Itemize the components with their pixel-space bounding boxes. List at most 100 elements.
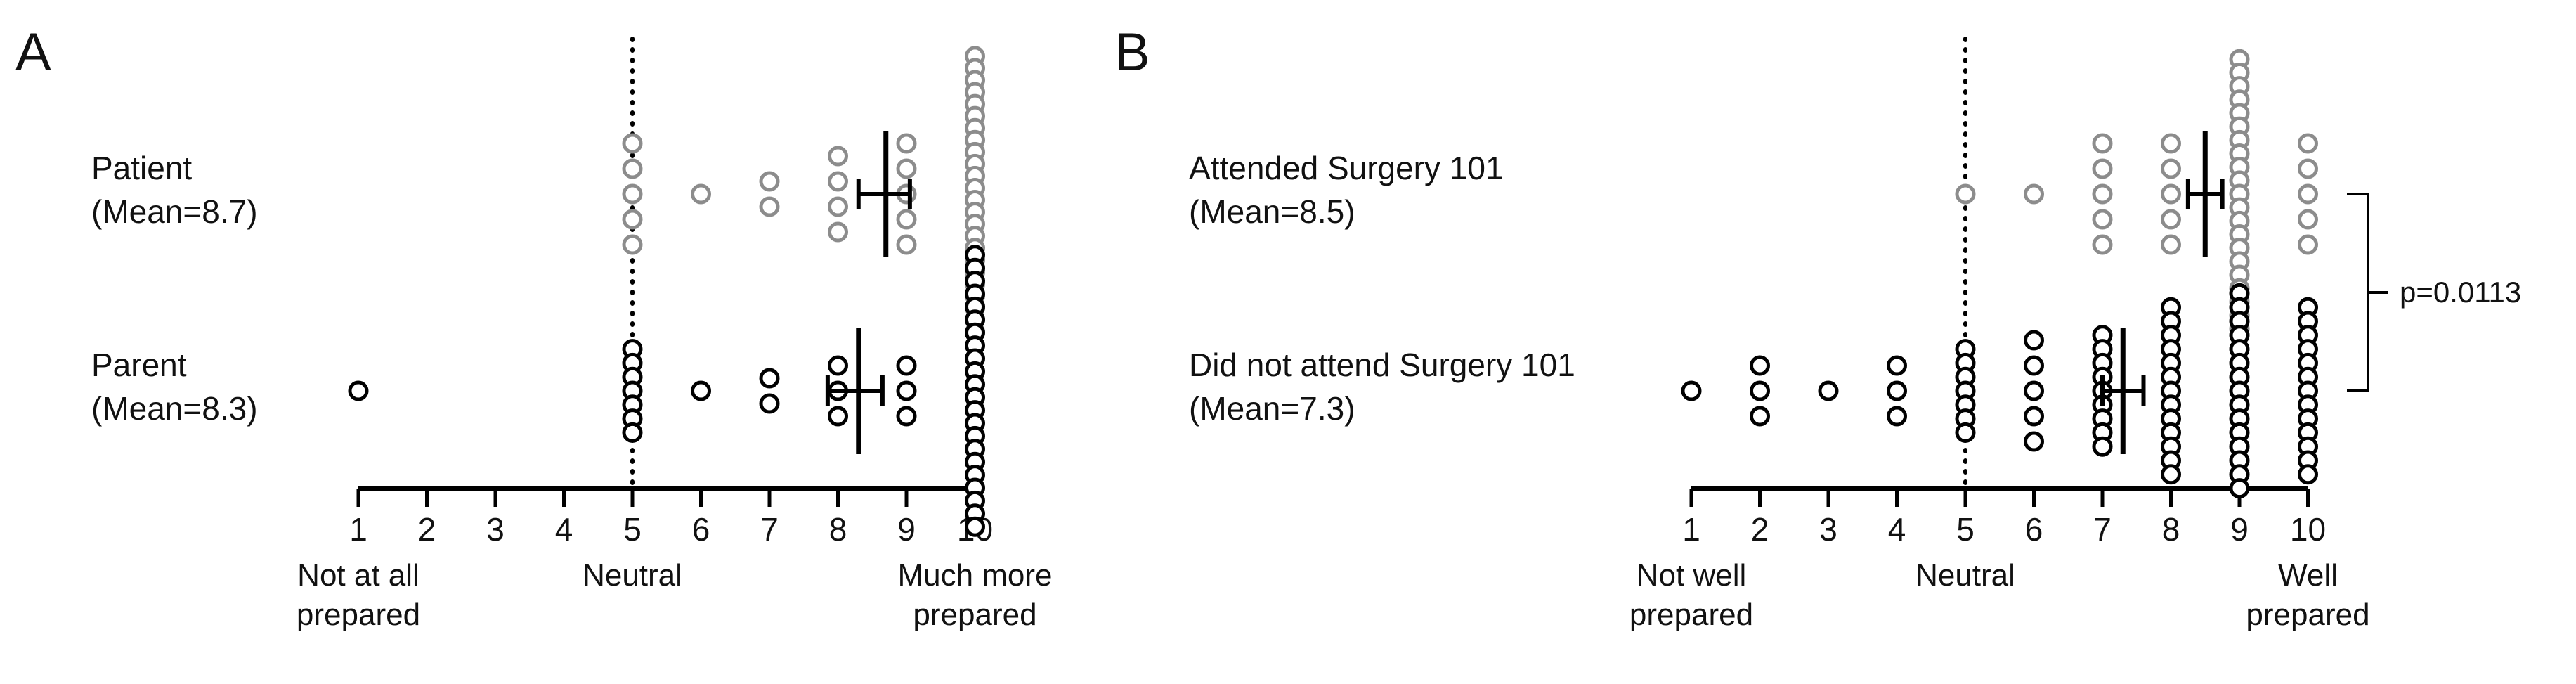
data-point (828, 146, 848, 167)
data-point (896, 158, 917, 179)
panel-label-a: A (15, 22, 51, 82)
data-point (2092, 436, 2113, 457)
group-label: (Mean=7.3) (1189, 390, 1355, 427)
p-value-label: p=0.0113 (2400, 276, 2521, 309)
data-point (691, 183, 711, 205)
x-tick-label: 5 (1956, 511, 1975, 548)
x-tick-label: 3 (1819, 511, 1837, 548)
data-point (622, 422, 643, 443)
x-tick-label: 9 (897, 511, 916, 548)
x-tick-label: 5 (623, 511, 642, 548)
data-point (896, 380, 917, 401)
data-point (2298, 158, 2318, 179)
data-point (2092, 183, 2113, 205)
data-point (2229, 478, 2250, 499)
data-point (896, 133, 917, 154)
data-point (2024, 380, 2044, 401)
data-point (896, 406, 917, 427)
data-point (2161, 209, 2181, 230)
data-point (2024, 183, 2044, 205)
data-point (896, 209, 917, 230)
data-point (2092, 158, 2113, 179)
anchor-label: prepared (1629, 598, 1753, 632)
x-tick-label: 7 (760, 511, 779, 548)
x-tick-label: 1 (1682, 511, 1700, 548)
data-point (759, 368, 780, 389)
data-point (2092, 234, 2113, 255)
data-point (828, 221, 848, 243)
data-point (2298, 183, 2318, 205)
data-point (759, 171, 780, 192)
data-point (2024, 431, 2044, 452)
anchor-label: Neutral (583, 558, 682, 593)
anchor-label: Neutral (1915, 558, 2015, 593)
data-point (2024, 330, 2044, 351)
data-point (1750, 406, 1770, 427)
x-tick-label: 6 (2025, 511, 2043, 548)
x-tick-label: 6 (692, 511, 710, 548)
x-tick-label: 4 (1888, 511, 1906, 548)
data-point (1887, 406, 1907, 427)
anchor-label: prepared (297, 598, 420, 632)
x-tick-label: 3 (486, 511, 505, 548)
data-point (2092, 133, 2113, 154)
data-point (622, 133, 643, 154)
data-point (759, 196, 780, 217)
data-point (828, 406, 848, 427)
group-label: Parent (91, 347, 187, 383)
data-point (2161, 234, 2181, 255)
data-point (896, 355, 917, 376)
data-point (1750, 355, 1770, 376)
x-tick-label: 10 (2290, 511, 2326, 548)
data-point (691, 380, 711, 401)
data-point (1955, 183, 1976, 205)
x-tick-label: 8 (2162, 511, 2180, 548)
data-point (1887, 355, 1907, 376)
data-point (896, 234, 917, 255)
x-tick-label: 4 (555, 511, 573, 548)
group-label: (Mean=8.3) (91, 390, 258, 427)
data-point (2161, 158, 2181, 179)
anchor-label: Well (2278, 558, 2338, 593)
data-point (759, 393, 780, 414)
group-label: Did not attend Surgery 101 (1189, 347, 1575, 383)
data-point (622, 209, 643, 230)
data-point (2298, 234, 2318, 255)
anchor-label: Not well (1637, 558, 1747, 593)
data-point (1750, 380, 1770, 401)
panel-label-b: B (1114, 22, 1150, 82)
data-point (2298, 133, 2318, 154)
x-tick-label: 2 (418, 511, 436, 548)
data-point (828, 355, 848, 376)
data-point (965, 516, 985, 537)
data-point (622, 234, 643, 255)
data-point (2298, 209, 2318, 230)
data-point (2161, 183, 2181, 205)
data-point (2298, 464, 2318, 485)
data-point (1955, 422, 1976, 443)
group-label: Patient (91, 150, 192, 186)
data-point (2161, 464, 2181, 485)
group-label: (Mean=8.7) (91, 193, 258, 230)
anchor-label: Much more (897, 558, 1052, 593)
x-tick-label: 8 (829, 511, 847, 548)
data-point (1681, 380, 1702, 401)
data-point (2161, 133, 2181, 154)
data-point (2024, 355, 2044, 376)
data-point (1818, 380, 1839, 401)
data-point (828, 171, 848, 192)
group-label: Attended Surgery 101 (1189, 150, 1504, 186)
data-point (1887, 380, 1907, 401)
data-point (2092, 209, 2113, 230)
data-point (828, 196, 848, 217)
x-tick-label: 2 (1751, 511, 1769, 548)
group-label: (Mean=8.5) (1189, 193, 1355, 230)
data-point (2024, 406, 2044, 427)
x-tick-label: 9 (2230, 511, 2249, 548)
significance-bracket (2347, 193, 2369, 392)
data-point (348, 380, 369, 401)
anchor-label: prepared (2246, 598, 2369, 632)
data-point (622, 158, 643, 179)
